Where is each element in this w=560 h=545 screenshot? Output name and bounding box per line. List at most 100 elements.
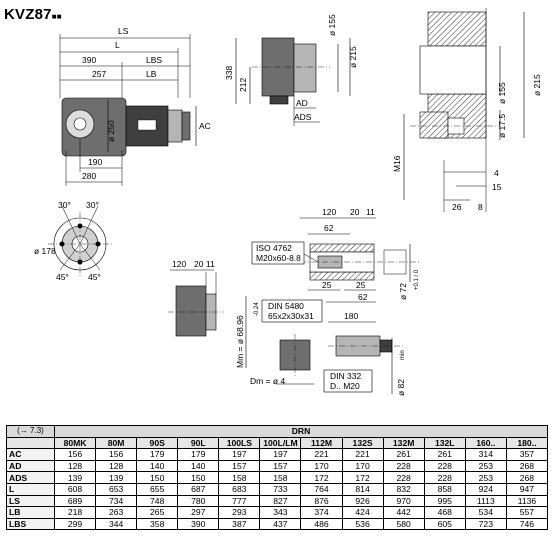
shaft-mm: Mm = ø 68.96 [235,315,245,368]
dim-AC: AC [199,121,211,131]
table-row-label: AD [6,459,55,473]
flange-angle-45-right: 45° [88,272,101,282]
dim-LBS: LBS [146,55,162,65]
table-cell: 995 [423,494,466,508]
table-cell: 358 [136,517,179,531]
dim-390: 390 [82,55,96,65]
table-cell: 344 [95,517,138,531]
table-cell: 156 [53,448,97,461]
detail-8: 8 [478,202,483,212]
table-cell: 263 [95,506,138,519]
table-cell: 1113 [464,494,507,508]
dim-dia250: ø 250 [106,120,116,142]
dim-338: 338 [224,66,234,80]
table-col-header: 90S [136,436,179,450]
small-dim-11: 11 [206,259,215,269]
detail-4: 4 [494,168,499,178]
shaft-dim-62b: 62 [358,292,368,302]
detail-dia155: ø 155 [497,82,507,104]
iso-label-2: M20x60-8.8 [256,253,301,263]
dim-LB: LB [146,69,157,79]
table-cell: 683 [218,482,261,496]
table-row-label: ADS [6,471,55,484]
product-code: KVZ87 [4,6,52,23]
table-cell: 170 [300,459,343,473]
table-cell: 534 [464,506,507,519]
detail-dia215: ø 215 [532,74,542,96]
table-cell: 261 [382,448,425,461]
shaft-dim-62: 62 [324,223,334,233]
shaft-dm: Dm = ø 4 [250,376,285,386]
table-cell: 299 [53,517,97,531]
table-col-header: 80M [95,436,138,450]
table-cell: 832 [382,482,425,496]
shaft-dim-180: 180 [344,311,358,321]
table-cell: 261 [423,448,466,461]
hollow-shaft-detail: 120 20 11 62 ISO 4762 M20x60-8.8 25 25 6… [235,207,420,396]
table-col-header: 132M [382,436,425,450]
din5480-label-2: 65x2x30x31 [268,311,314,321]
table-cell: 172 [341,471,384,484]
dim-257: 257 [92,69,106,79]
table-cell: 733 [259,482,302,496]
table-cell: 1136 [505,494,549,508]
shaft-mm-tol: -0.24 [254,302,260,316]
shaft-dim-25b: 25 [356,280,366,290]
table-cell: 228 [423,459,466,473]
table-cell: 158 [218,471,261,484]
iso-label-1: ISO 4762 [256,243,292,253]
table-cell: 858 [423,482,466,496]
flange-dia178: ø 178 [34,246,56,256]
table-cell: 157 [259,459,302,473]
dim-212: 212 [238,78,248,92]
din332-label-1: DIN 332 [330,371,361,381]
table-cell: 221 [341,448,384,461]
table-cell: 442 [382,506,425,519]
table-cell: 268 [505,459,549,473]
shaft-dia82: ø 82 [396,379,406,396]
detail-26: 26 [452,202,462,212]
table-col-header: 100LS [218,436,261,450]
table-cell: 128 [53,459,97,473]
flange-section-detail: ø 155 ø 215 ø 17.5 M16 4 15 26 8 [392,8,542,212]
shaft-dia82-min: min [400,350,406,360]
end-view: 338 212 ø 155 ø 215 AD ADS [224,14,358,126]
table-cell: 253 [464,459,507,473]
table-row-label: L [6,482,55,496]
table-cell: 536 [341,517,384,531]
table-row-label: LBS [6,517,55,531]
table-cell: 734 [95,494,138,508]
table-cell: 387 [218,517,261,531]
flange-angle-30-left: 30° [58,200,71,210]
dim-L: L [115,40,120,50]
table-cell: 687 [177,482,220,496]
table-cell: 293 [218,506,261,519]
table-cell: 437 [259,517,302,531]
shaft-dim-11: 11 [366,207,375,217]
product-suffix: ■■ [51,12,62,21]
table-cell: 268 [505,471,549,484]
table-cell: 343 [259,506,302,519]
table-cell: 221 [300,448,343,461]
table-cell: 777 [218,494,261,508]
table-cell: 357 [505,448,549,461]
table-cell: 723 [464,517,507,531]
dim-dia215: ø 215 [348,46,358,68]
small-dim-120: 120 [172,259,186,269]
table-row-label: LS [6,494,55,508]
table-cell: 179 [177,448,220,461]
flange-hole-view: 30° 30° ø 178 45° 45° [34,200,112,282]
table-cell: 140 [136,459,179,473]
shaft-dia72-tol: +0.1 / 0 [414,269,420,290]
shaft-dia72: ø 72 [398,283,408,300]
table-cell: 580 [382,517,425,531]
table-cell: 924 [464,482,507,496]
din5480-label-1: DIN 5480 [268,301,304,311]
table-cell: 253 [464,471,507,484]
table-header-row: 80MK 80M 90S 90L 100LS 100L/LM 112M 132S… [6,436,549,450]
table-cell: 764 [300,482,343,496]
